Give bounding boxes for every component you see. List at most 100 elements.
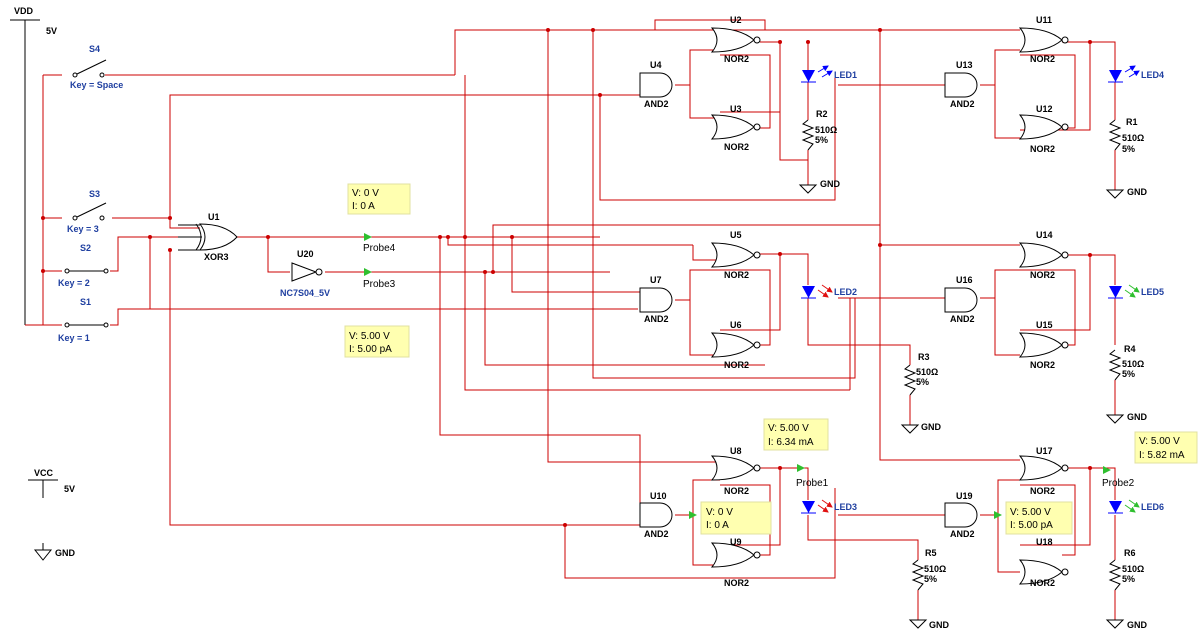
ground-r3: GND [900,422,942,434]
gate-u10[interactable]: U10 AND2 [639,491,673,539]
probe4-voltage: V: 0 V [352,188,379,199]
probe1-voltage: V: 5.00 V [768,423,809,434]
ground-r4: GND [1105,412,1148,424]
gate-u11-type: NOR2 [1030,54,1055,64]
probe4[interactable]: V: 0 V I: 0 A Probe4 [347,183,411,254]
probe2-label: Probe2 [1102,478,1135,489]
gate-u1[interactable]: U1 XOR3 [178,212,238,262]
probe1-label: Probe1 [796,478,829,489]
gate-u4-type: AND2 [644,99,669,109]
resistor-r4[interactable]: R4 510Ω 5% [1108,344,1144,381]
resistor-r4-value: 510Ω [1122,359,1144,369]
switch-s4[interactable]: S4 Key = Space [70,44,123,90]
switch-s2-ref: S2 [80,243,91,253]
gate-u8[interactable]: U8 NOR2 [710,446,761,496]
resistor-r5[interactable]: R5 510Ω 5% [911,548,946,591]
vdd-value: 5V [46,26,57,36]
gate-u6[interactable]: U6 NOR2 [710,320,761,370]
vdd-supply: VDD 5V [14,6,57,36]
ground-r1: GND [1105,187,1148,199]
led5[interactable]: LED5 [1108,284,1164,299]
probe3-label: Probe3 [363,279,396,290]
probe-u10[interactable]: V: 0 V I: 0 A [689,501,772,535]
probe3-current: I: 5.00 pA [349,344,392,355]
gate-u20-type: NC7S04_5V [280,288,330,298]
resistor-r3-value: 510Ω [916,367,938,377]
gate-u9[interactable]: U9 NOR2 [710,537,761,588]
gate-u3-type: NOR2 [724,142,749,152]
led6[interactable]: LED6 [1108,499,1164,514]
resistor-r6-value: 510Ω [1122,564,1144,574]
gate-u13-ref: U13 [956,60,973,70]
probe2-current: I: 5.82 mA [1139,450,1185,461]
gate-u8-type: NOR2 [724,486,749,496]
gate-u13[interactable]: U13 AND2 [944,60,978,109]
led2-label: LED2 [834,287,857,297]
gate-u11[interactable]: U11 NOR2 [1018,15,1069,64]
gate-u1-ref: U1 [208,212,220,222]
led4[interactable]: LED4 [1108,65,1164,83]
resistor-r5-ref: R5 [925,548,937,558]
resistor-r3[interactable]: R3 510Ω 5% [903,352,938,396]
probe2[interactable]: V: 5.00 V I: 5.82 mA Probe2 [1102,431,1198,489]
gate-u15-ref: U15 [1036,320,1053,330]
led1[interactable]: LED1 [801,65,857,83]
probe2-voltage: V: 5.00 V [1139,436,1180,447]
gate-u8-ref: U8 [730,446,742,456]
gate-u16[interactable]: U16 AND2 [944,275,978,324]
resistor-r2[interactable]: R2 510Ω 5% [801,109,837,151]
ground-r3-label: GND [921,422,942,432]
gate-u18[interactable]: U18 NOR2 [1018,537,1069,588]
gate-u11-ref: U11 [1036,15,1052,25]
gate-u12-ref: U12 [1036,104,1053,114]
gate-u7-type: AND2 [644,314,669,324]
gate-u17-type: NOR2 [1030,486,1055,496]
gate-u15[interactable]: U15 NOR2 [1018,320,1069,370]
gate-u2-ref: U2 [730,15,742,25]
switch-s2[interactable]: S2 Key = 2 [58,243,109,288]
gate-u12[interactable]: U12 NOR2 [1018,104,1069,154]
gate-u17[interactable]: U17 NOR2 [1018,446,1069,496]
ground-r1-label: GND [1127,187,1148,197]
gate-u19[interactable]: U19 AND2 [944,491,978,539]
resistor-r1-value: 510Ω [1122,133,1144,143]
gate-u14-ref: U14 [1036,230,1053,240]
gate-u2[interactable]: U2 NOR2 [710,15,761,64]
gate-u2-type: NOR2 [724,54,749,64]
switch-s4-ref: S4 [89,44,100,54]
switch-s1[interactable]: S1 Key = 1 [58,297,109,343]
resistor-r6-tol: 5% [1122,574,1135,584]
ground-r2-label: GND [820,179,841,189]
gate-u6-type: NOR2 [724,360,749,370]
ground-r5: GND [908,619,950,630]
gate-u3[interactable]: U3 NOR2 [710,104,761,152]
resistor-r3-ref: R3 [918,352,930,362]
ground-symbol-legend: GND [33,543,76,561]
gnd-label: GND [55,548,76,558]
switch-s4-key: Key = Space [70,80,123,90]
probe-u10-voltage: V: 0 V [706,507,733,518]
gate-u4[interactable]: U4 AND2 [639,60,673,109]
vcc-label: VCC [34,468,54,478]
gate-u7[interactable]: U7 AND2 [639,275,673,324]
resistor-r2-tol: 5% [815,135,828,145]
gate-u10-type: AND2 [644,529,669,539]
led3[interactable]: LED3 [801,499,857,514]
resistor-r1-ref: R1 [1126,117,1138,127]
resistor-r3-tol: 5% [916,377,929,387]
switch-s3[interactable]: S3 Key = 3 [67,189,107,234]
probe3[interactable]: Probe3 V: 5.00 V I: 5.00 pA [344,268,410,358]
resistor-r6[interactable]: R6 510Ω 5% [1108,548,1144,591]
gate-u20[interactable]: U20 NC7S04_5V [280,249,330,298]
led2[interactable]: LED2 [801,284,857,299]
gate-u16-ref: U16 [956,275,973,285]
gate-u5[interactable]: U5 NOR2 [710,230,761,280]
probe-u19[interactable]: V: 5.00 V I: 5.00 pA [994,501,1073,535]
gate-u7-ref: U7 [650,275,662,285]
gate-u14[interactable]: U14 NOR2 [1018,230,1069,280]
resistor-r2-ref: R2 [816,109,828,119]
resistor-r1[interactable]: R1 510Ω 5% [1108,117,1144,154]
vcc-value: 5V [64,484,75,494]
probe1[interactable]: V: 5.00 V I: 6.34 mA Probe1 [763,418,829,489]
gate-u10-ref: U10 [650,491,667,501]
